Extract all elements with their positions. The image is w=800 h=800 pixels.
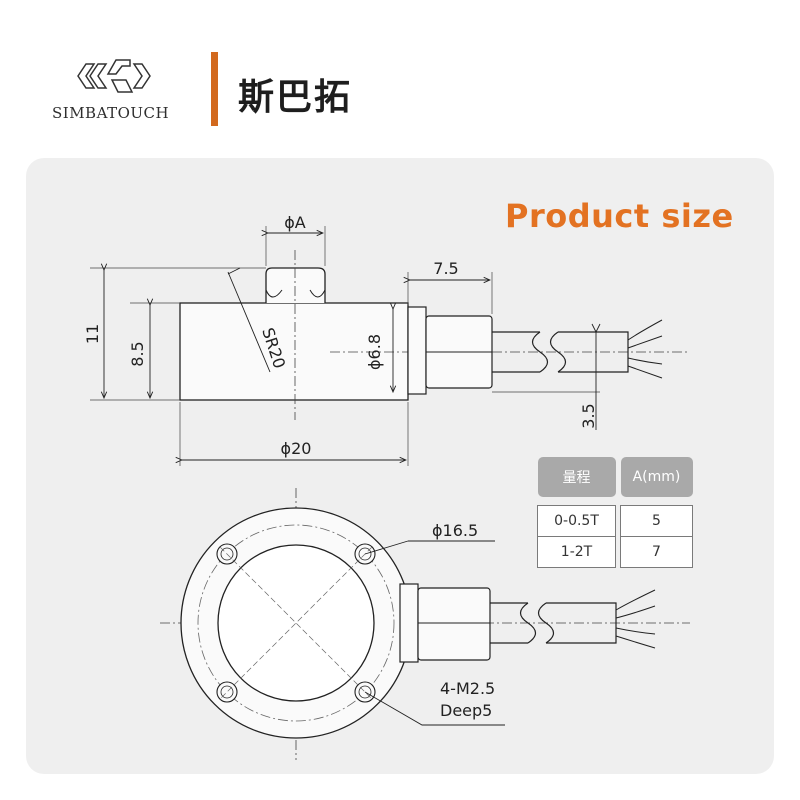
header: SIMBATOUCH 斯巴拓 — [0, 0, 800, 150]
dim-phi-16-5: ϕ16.5 — [432, 521, 478, 540]
brand-name: 斯巴拓 — [238, 77, 353, 118]
load-button — [265, 267, 326, 303]
logo-text: SIMBATOUCH — [52, 104, 170, 122]
spec-cell: 5 — [620, 505, 693, 537]
bolt-circle — [197, 524, 395, 722]
dim-phi-6-8: ϕ6.8 — [365, 334, 384, 370]
simbatouch-logo-icon — [77, 59, 151, 93]
spec-header-range: 量程 — [537, 457, 616, 497]
dim-m25-line1: 4-M2.5 — [440, 679, 495, 698]
dim-11: 11 — [83, 324, 102, 344]
dim-3-5: 3.5 — [579, 403, 598, 428]
header-divider — [211, 52, 218, 126]
top-view: ϕ16.5 4-M2.5 Deep5 — [160, 488, 690, 760]
connector-nut-top — [417, 587, 491, 661]
page-title: Product size — [505, 197, 734, 235]
connector-flange — [407, 306, 427, 395]
dim-8-5: 8.5 — [128, 341, 147, 366]
dim-7-5: 7.5 — [433, 259, 458, 278]
spec-table: 量程 A(mm) 0-0.5T 5 1-2T 7 — [537, 457, 693, 568]
connector-flange-top — [399, 583, 419, 663]
dim-phi-20: ϕ20 — [281, 439, 312, 458]
spec-header-a: A(mm) — [620, 457, 693, 497]
spec-cell: 0-0.5T — [537, 505, 616, 537]
table-row: 1-2T 7 — [537, 536, 693, 568]
spec-cell: 1-2T — [537, 536, 616, 568]
side-view: 11 8.5 ϕA SR20 ϕ6.8 7.5 3.5 ϕ20 — [83, 213, 690, 466]
cable-wires — [627, 319, 663, 379]
table-row: 0-0.5T 5 — [537, 505, 693, 537]
dim-m25-line2: Deep5 — [440, 701, 492, 720]
dim-phi-a: ϕA — [284, 213, 306, 232]
sensor-body — [179, 302, 409, 401]
spec-cell: 7 — [620, 536, 693, 568]
